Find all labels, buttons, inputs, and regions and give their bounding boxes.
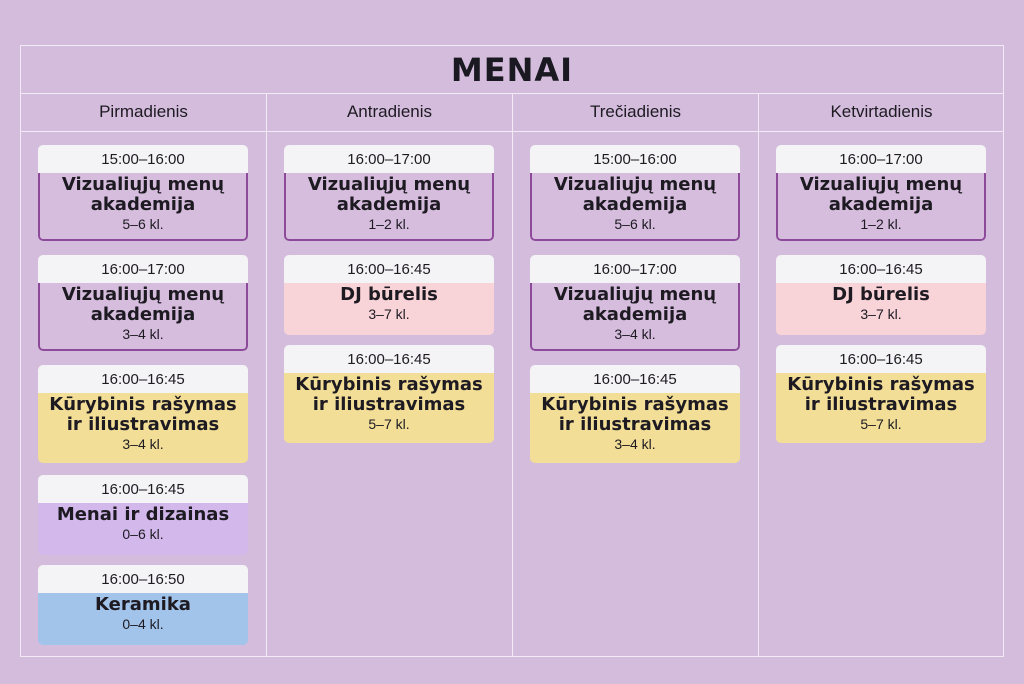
class-grade: 5–7 kl.: [860, 416, 902, 432]
class-time: 16:00–16:45: [38, 475, 248, 503]
schedule-table: MENAI Pirmadienis Antradienis Trečiadien…: [20, 45, 1004, 657]
day-header-tuesday: Antradienis: [267, 93, 512, 132]
class-name: Kūrybinis rašymas: [49, 394, 237, 415]
class-grade: 1–2 kl.: [368, 216, 410, 232]
column-divider: [758, 93, 759, 656]
class-time: 16:00–17:00: [284, 145, 494, 173]
class-time: 16:00–16:45: [38, 365, 248, 393]
class-time: 16:00–16:45: [776, 255, 986, 283]
class-time: 16:00–16:45: [776, 345, 986, 373]
class-time: 16:00–16:45: [530, 365, 740, 393]
class-grade: 3–7 kl.: [860, 306, 902, 322]
class-name: Keramika: [95, 594, 191, 615]
class-name: akademija: [90, 304, 196, 325]
class-time: 16:00–16:45: [284, 345, 494, 373]
class-name: ir iliustravimas: [558, 414, 712, 435]
class-time: 16:00–17:00: [776, 145, 986, 173]
class-time: 16:00–16:45: [284, 255, 494, 283]
day-header-monday: Pirmadienis: [21, 93, 266, 132]
class-grade: 5–6 kl.: [614, 216, 656, 232]
class-name: Kūrybinis rašymas: [295, 374, 483, 395]
class-name: Vizualiųjų menų: [553, 174, 717, 195]
class-name: Vizualiųjų menų: [553, 284, 717, 305]
class-grade: 1–2 kl.: [860, 216, 902, 232]
class-grade: 3–4 kl.: [614, 326, 656, 342]
class-time: 16:00–17:00: [530, 255, 740, 283]
class-name: akademija: [582, 304, 688, 325]
class-name: Vizualiųjų menų: [799, 174, 963, 195]
class-name: Kūrybinis rašymas: [787, 374, 975, 395]
class-grade: 3–4 kl.: [122, 436, 164, 452]
class-name: ir iliustravimas: [804, 394, 958, 415]
class-name: Menai ir dizainas: [56, 504, 230, 525]
class-name: DJ būrelis: [340, 284, 438, 305]
class-name: akademija: [336, 194, 442, 215]
class-time: 16:00–17:00: [38, 255, 248, 283]
class-grade: 0–4 kl.: [122, 616, 164, 632]
class-name: Vizualiųjų menų: [61, 174, 225, 195]
class-grade: 3–4 kl.: [614, 436, 656, 452]
class-grade: 3–4 kl.: [122, 326, 164, 342]
class-name: Vizualiųjų menų: [61, 284, 225, 305]
class-time: 15:00–16:00: [530, 145, 740, 173]
class-grade: 0–6 kl.: [122, 526, 164, 542]
class-name: ir iliustravimas: [312, 394, 466, 415]
class-name: DJ būrelis: [832, 284, 930, 305]
class-name: akademija: [828, 194, 934, 215]
title-bar: MENAI: [21, 46, 1003, 94]
class-grade: 5–6 kl.: [122, 216, 164, 232]
class-grade: 3–7 kl.: [368, 306, 410, 322]
class-name: ir iliustravimas: [66, 414, 220, 435]
column-divider: [512, 93, 513, 656]
day-header-wednesday: Trečiadienis: [513, 93, 758, 132]
class-grade: 5–7 kl.: [368, 416, 410, 432]
class-name: Vizualiųjų menų: [307, 174, 471, 195]
class-time: 16:00–16:50: [38, 565, 248, 593]
class-name: Kūrybinis rašymas: [541, 394, 729, 415]
class-name: akademija: [90, 194, 196, 215]
class-time: 15:00–16:00: [38, 145, 248, 173]
class-name: akademija: [582, 194, 688, 215]
column-divider: [266, 93, 267, 656]
page-title: MENAI: [450, 50, 574, 89]
day-header-thursday: Ketvirtadienis: [759, 93, 1004, 132]
